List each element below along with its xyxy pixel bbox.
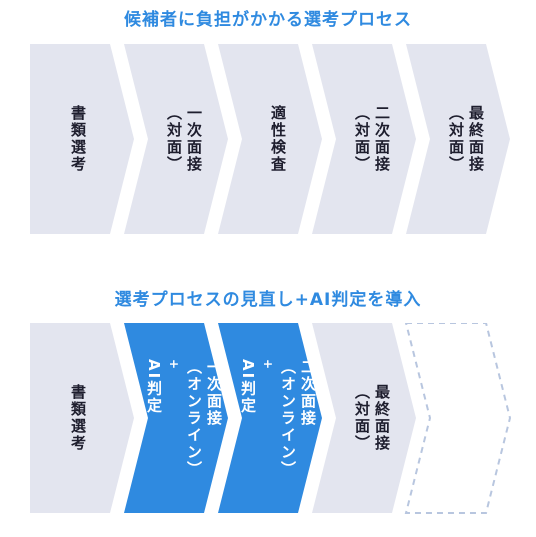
section1-step-4-line-2: （対面） — [353, 105, 371, 173]
section2-step-2-line-2: （オンライン） — [185, 358, 203, 478]
section2-title: 選考プロセスの見直し+AI判定を導入 — [114, 290, 422, 310]
section1-step-4-chevron — [312, 44, 416, 234]
section2-step-2-label: 一次面接（オンライン） + AI判定 — [144, 359, 224, 478]
section2-step-3-line-1: 二次面接 — [299, 358, 317, 427]
section2-step-5-chevron — [404, 323, 512, 514]
section1-step-5-label: 最終面接（対面） — [446, 105, 486, 173]
section1-step-3-chevron — [218, 44, 322, 234]
section1-step-1-chevron — [30, 44, 134, 234]
section1-step-5-chevron — [406, 44, 510, 234]
section1-title: 候補者に負担がかかる選考プロセス — [124, 10, 412, 30]
section1-step-4-label: 二次面接（対面） — [352, 105, 392, 173]
section2-step-3-line-3: + — [261, 358, 275, 371]
section2-step-2-chevron — [124, 323, 228, 513]
section2-step-1-line-1: 書類選考 — [69, 384, 87, 452]
section2-step-4-chevron — [312, 323, 416, 513]
section2-step-1-label: 書類選考 — [68, 384, 88, 452]
section2-step-2-line-4: AI判定 — [145, 358, 163, 414]
section1-step-4-line-1: 二次面接 — [373, 105, 391, 173]
section1-step-1-line-1: 書類選考 — [69, 105, 87, 173]
section1-step-2-chevron — [124, 44, 228, 234]
section2-step-1-chevron — [30, 323, 134, 513]
section1-step-3-line-1: 適性検査 — [269, 105, 287, 173]
section2-step-4-line-2: （対面） — [353, 384, 371, 452]
section1-step-2-line-1: 一次面接 — [185, 105, 203, 173]
section2-step-2-line-1: 一次面接 — [205, 358, 223, 427]
section1-flow — [30, 44, 510, 234]
section2-step-4-label: 最終面接（対面） — [352, 384, 392, 452]
section2-step-3-label: 二次面接（オンライン） + AI判定 — [238, 359, 318, 478]
section2-step-3-line-4: AI判定 — [239, 358, 257, 414]
section1-step-5-line-2: （対面） — [447, 105, 465, 173]
section2-step-4-line-1: 最終面接 — [373, 384, 391, 452]
section1-step-1-label: 書類選考 — [68, 105, 88, 173]
section1-step-2-line-2: （対面） — [165, 105, 183, 173]
section1-step-3-label: 適性検査 — [268, 105, 288, 173]
section2-step-3-line-2: （オンライン） — [279, 358, 297, 478]
section1-step-5-line-1: 最終面接 — [467, 105, 485, 173]
section1-step-2-label: 一次面接（対面） — [164, 105, 204, 173]
section2-step-3-chevron — [218, 323, 322, 513]
section2-step-2-line-3: + — [167, 358, 181, 371]
section2-flow — [30, 323, 512, 514]
